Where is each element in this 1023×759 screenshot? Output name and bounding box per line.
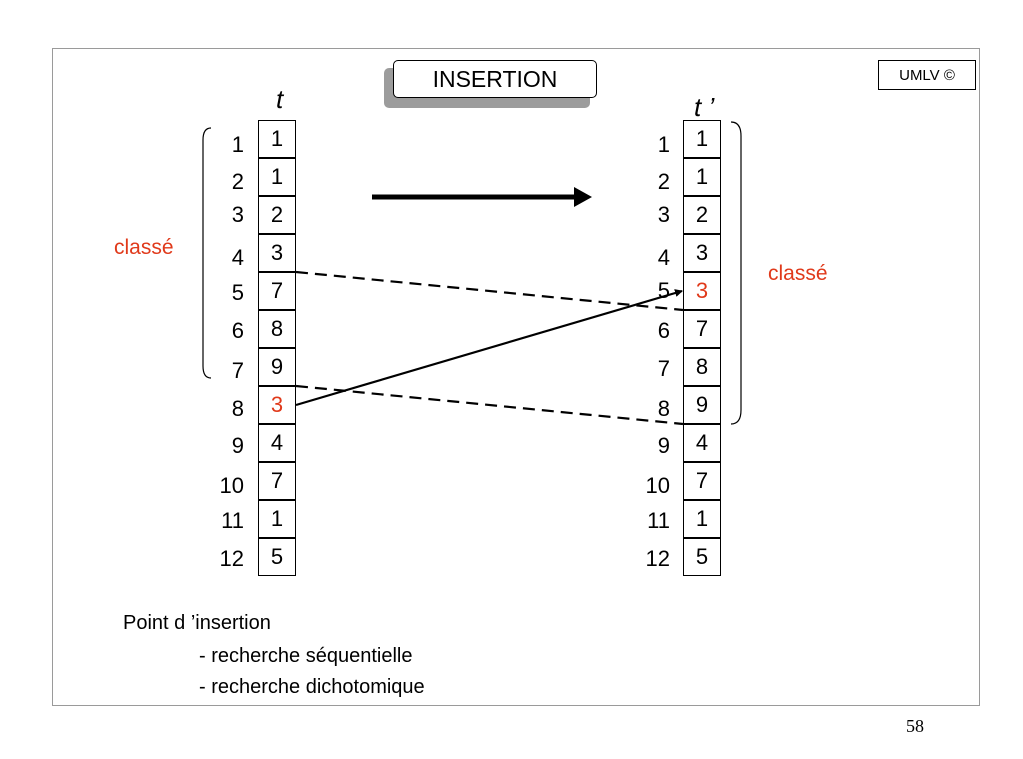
right-cell-inserted: 3 bbox=[683, 272, 721, 310]
right-cell: 8 bbox=[683, 348, 721, 386]
right-index: 12 bbox=[645, 546, 670, 571]
right-cell: 7 bbox=[683, 310, 721, 348]
right-cell: 1 bbox=[683, 500, 721, 538]
right-sorted-bracket bbox=[730, 121, 742, 425]
slide-frame bbox=[52, 48, 980, 706]
right-index: 3 bbox=[657, 202, 670, 227]
left-sorted-bracket bbox=[202, 127, 212, 379]
right-index: 2 bbox=[657, 169, 670, 194]
left-cell: 8 bbox=[258, 310, 296, 348]
left-index: 12 bbox=[219, 546, 244, 571]
slide-title: INSERTION bbox=[393, 60, 597, 98]
left-index: 8 bbox=[231, 396, 244, 421]
left-cell: 3 bbox=[258, 234, 296, 272]
transform-arrow-head bbox=[574, 187, 592, 207]
left-index: 2 bbox=[231, 169, 244, 194]
right-cell: 1 bbox=[683, 158, 721, 196]
right-cell: 1 bbox=[683, 120, 721, 158]
right-index: 8 bbox=[657, 396, 670, 421]
right-index: 9 bbox=[657, 433, 670, 458]
right-cell: 2 bbox=[683, 196, 721, 234]
left-cell: 4 bbox=[258, 424, 296, 462]
right-cell: 5 bbox=[683, 538, 721, 576]
left-cell: 5 bbox=[258, 538, 296, 576]
left-array-label: t bbox=[276, 84, 284, 114]
right-index: 7 bbox=[657, 356, 670, 381]
left-cell: 9 bbox=[258, 348, 296, 386]
left-cell: 2 bbox=[258, 196, 296, 234]
left-sorted-label: classé bbox=[114, 236, 174, 259]
left-index: 4 bbox=[231, 245, 244, 270]
left-index: 10 bbox=[219, 473, 244, 498]
notes-heading: Point d ’insertion bbox=[123, 612, 271, 634]
right-index: 1 bbox=[657, 132, 670, 157]
left-cell: 7 bbox=[258, 462, 296, 500]
right-index: 6 bbox=[657, 318, 670, 343]
shift-dashed-line-top bbox=[295, 270, 684, 312]
left-index: 3 bbox=[231, 202, 244, 227]
left-index: 1 bbox=[231, 132, 244, 157]
left-cell: 1 bbox=[258, 500, 296, 538]
right-array-label: t ’ bbox=[694, 92, 715, 122]
right-cell: 7 bbox=[683, 462, 721, 500]
left-cell-inserted: 3 bbox=[258, 386, 296, 424]
left-index: 7 bbox=[231, 358, 244, 383]
right-cell: 3 bbox=[683, 234, 721, 272]
notes-item-sequential: - recherche séquentielle bbox=[199, 645, 413, 667]
right-sorted-label: classé bbox=[768, 262, 828, 285]
insert-arrow bbox=[295, 289, 683, 407]
right-index: 11 bbox=[647, 508, 670, 533]
page-number: 58 bbox=[906, 716, 924, 736]
left-index: 11 bbox=[221, 508, 244, 533]
left-cell: 7 bbox=[258, 272, 296, 310]
umlv-badge: UMLV © bbox=[878, 60, 976, 90]
left-cell: 1 bbox=[258, 158, 296, 196]
left-index: 6 bbox=[231, 318, 244, 343]
right-index: 4 bbox=[657, 245, 670, 270]
left-index: 9 bbox=[231, 433, 244, 458]
notes-item-dichotomic: - recherche dichotomique bbox=[199, 676, 425, 698]
shift-dashed-line-bottom bbox=[295, 384, 684, 426]
left-index: 5 bbox=[231, 280, 244, 305]
right-index: 10 bbox=[645, 473, 670, 498]
right-cell: 9 bbox=[683, 386, 721, 424]
left-cell: 1 bbox=[258, 120, 296, 158]
right-cell: 4 bbox=[683, 424, 721, 462]
